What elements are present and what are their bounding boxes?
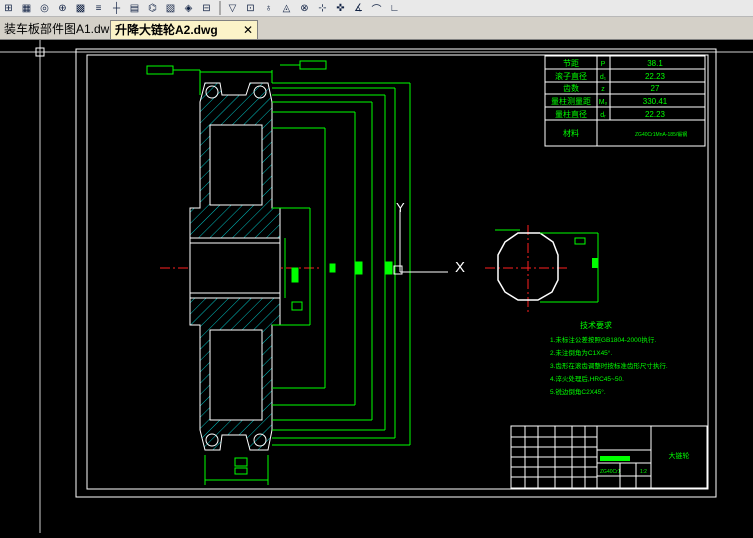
- hatch-icon[interactable]: ▧: [165, 2, 176, 14]
- param-label: 滚子直径: [555, 71, 587, 81]
- sprocket-section: [189, 82, 281, 451]
- scale-value: 1:2: [640, 469, 647, 475]
- ucs-x-label: X: [455, 259, 465, 276]
- arc-icon[interactable]: ⌒: [371, 4, 382, 16]
- dimension-lines: [146, 60, 411, 485]
- dimension-icon[interactable]: ⊞: [4, 2, 13, 14]
- param-label: 量柱测量距: [551, 96, 591, 106]
- sheet-outer-border: [75, 48, 717, 498]
- tab-装车板部件图[interactable]: 装车板部件图A1.dwg: [0, 20, 112, 38]
- param-sym: dᵣ: [600, 112, 606, 119]
- weld-icon[interactable]: ♁: [264, 2, 273, 14]
- tab-升降大链轮[interactable]: 升降大链轮A2.dwg ✕: [110, 20, 258, 39]
- measure-icon[interactable]: ∡: [354, 2, 363, 14]
- param-label: 齿数: [563, 83, 579, 93]
- table2-icon[interactable]: ▤: [129, 2, 140, 14]
- parameter-table: 节距 P 38.1 滚子直径 d₁ 22.23 齿数 z 27 量柱测量距 Mₒ 330.41 量柱直径…: [544, 55, 706, 147]
- symbol-icon[interactable]: ⌬: [148, 2, 157, 14]
- toolbar-separator: [219, 1, 221, 15]
- param-val: 38.1: [647, 59, 663, 68]
- insert-icon[interactable]: ⊟: [202, 2, 211, 14]
- tolerance-icon[interactable]: ≡: [95, 2, 102, 14]
- table-icon[interactable]: ▦: [21, 2, 32, 14]
- tech-line: 5.锐边倒角C2X45°.: [550, 387, 606, 396]
- param-val: 22.23: [645, 72, 666, 81]
- close-icon[interactable]: ✕: [242, 23, 253, 37]
- part-name: 大链轮: [669, 451, 690, 460]
- param-sym: z: [601, 86, 605, 93]
- param-val: 27: [651, 84, 660, 93]
- axis-icon[interactable]: ┼: [112, 2, 121, 14]
- param-sym: P: [601, 61, 606, 68]
- tech-line: 4.淬火处理后,HRC45~50.: [550, 374, 624, 383]
- ucs-y-label: Y: [396, 200, 405, 215]
- tech-line: 3.齿形在滚齿调整时按标准齿形尺寸执行.: [550, 361, 668, 370]
- param-label: 材料: [563, 128, 579, 138]
- param-val: 22.23: [645, 110, 666, 119]
- hub-end-view: [495, 229, 599, 303]
- ucs-icon: [393, 210, 448, 275]
- detail-icon[interactable]: ◈: [184, 2, 193, 14]
- title-block: [510, 425, 708, 489]
- line-icon[interactable]: ∟: [389, 2, 400, 14]
- tech-title: 技术要求: [580, 320, 612, 330]
- param-label: 量柱直径: [555, 109, 587, 119]
- param-label: 节距: [563, 59, 579, 68]
- param-sym: d₁: [600, 74, 607, 81]
- param-val: ZG40Cr1MnA-185/锻钢: [635, 131, 687, 138]
- drawing-canvas[interactable]: Y X 节距 P 38.1 滚子直径 d₁ 22.23 齿数 z 27 量柱测量距 Mₒ 330.41…: [0, 40, 753, 533]
- param-sym: Mₒ: [599, 99, 608, 106]
- technical-requirements: 技术要求 1.未标注公差按照GB1804-2000执行. 2.未注倒角为C1X45…: [550, 320, 668, 396]
- tab-label: 升降大链轮A2.dwg: [115, 23, 218, 37]
- zoom-icon[interactable]: ⊡: [246, 2, 255, 14]
- tech-line: 2.未注倒角为C1X45°.: [550, 348, 612, 357]
- snap-endpoint-icon[interactable]: ▽: [228, 2, 237, 14]
- sheet-inner-border: [86, 54, 709, 490]
- cad-toolbar: ⊞ ▦ ◎ ⊕ ▩ ≡ ┼ ▤ ⌬ ▧ ◈ ⊟ ▽ ⊡ ♁ ◬ ⊗ ⊹ ✜ ∡ ⌒ ∟: [0, 0, 753, 17]
- document-tab-bar: 装车板部件图A1.dwg 升降大链轮A2.dwg ✕: [0, 17, 753, 40]
- grid-icon[interactable]: ▩: [75, 2, 86, 14]
- drawing-svg: Y X 节距 P 38.1 滚子直径 d₁ 22.23 齿数 z 27 量柱测量距 Mₒ 330.41…: [0, 40, 753, 533]
- tab-label: 装车板部件图A1.dwg: [4, 22, 112, 36]
- align-icon[interactable]: ⊕: [58, 2, 67, 14]
- snap-icon[interactable]: ◎: [40, 2, 49, 14]
- coord-icon[interactable]: ⊹: [318, 2, 327, 14]
- material-code: ZG40Cr1: [600, 469, 621, 475]
- tech-line: 1.未标注公差按照GB1804-2000执行.: [550, 335, 656, 344]
- param-val: 330.41: [643, 97, 668, 106]
- center-icon[interactable]: ⊗: [300, 2, 309, 14]
- datum-icon[interactable]: ◬: [282, 2, 291, 14]
- tool-icon[interactable]: ✜: [336, 2, 345, 14]
- origin-marker: [35, 47, 45, 57]
